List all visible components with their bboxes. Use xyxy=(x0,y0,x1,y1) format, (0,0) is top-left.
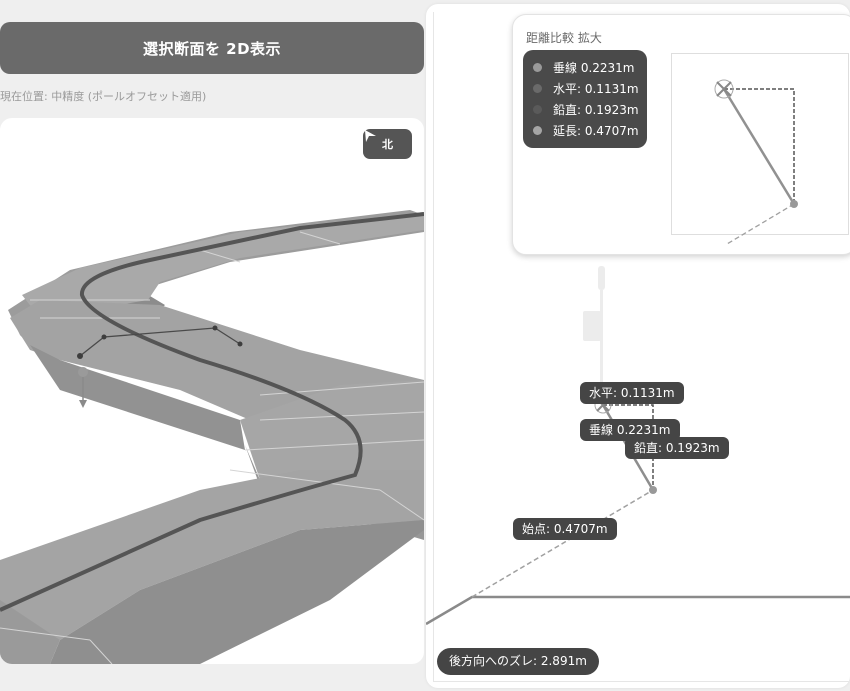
legend-item-extension: 延長: 0.4707m xyxy=(533,120,647,141)
vertical-distance-tag: 鉛直: 0.1923m xyxy=(625,437,729,459)
backward-offset-badge: 後方向へのズレ: 2.891m xyxy=(437,648,599,675)
legend-label: 延長: 0.4707m xyxy=(553,124,639,138)
legend-dot-icon xyxy=(533,84,542,93)
legend-item-vertical: 鉛直: 0.1923m xyxy=(533,99,647,120)
north-arrow-icon xyxy=(365,130,376,142)
legend-label: 垂線 0.2231m xyxy=(553,61,635,75)
start-distance-tag: 始点: 0.4707m xyxy=(513,518,617,540)
2d-section-drawing xyxy=(426,266,850,626)
position-status-text: 現在位置: 中精度 (ポールオフセット適用) xyxy=(0,90,207,103)
3d-viewport[interactable]: 北 xyxy=(0,118,424,664)
zoom-card-title: 距離比較 拡大 xyxy=(526,31,602,45)
distance-legend: 垂線 0.2231m 水平: 0.1131m 鉛直: 0.1923m 延長: 0… xyxy=(523,50,647,148)
show-2d-section-label: 選択断面を 2D表示 xyxy=(142,39,282,58)
show-2d-section-button[interactable]: 選択断面を 2D表示 xyxy=(0,22,424,74)
distance-compare-zoom-card: 距離比較 拡大 垂線 0.2231m 水平: 0.1131m 鉛直: 0.192… xyxy=(512,14,850,255)
north-label: 北 xyxy=(382,138,393,151)
legend-label: 鉛直: 0.1923m xyxy=(553,103,639,117)
horizontal-distance-tag: 水平: 0.1131m xyxy=(580,382,684,404)
legend-item-horizontal: 水平: 0.1131m xyxy=(533,78,647,99)
legend-dot-icon xyxy=(533,126,542,135)
legend-dot-icon xyxy=(533,63,542,72)
zoom-plot-drawing xyxy=(714,79,798,245)
north-compass-button[interactable]: 北 xyxy=(363,129,412,159)
road-3d-model xyxy=(0,210,424,664)
legend-dot-icon xyxy=(533,105,542,114)
legend-item-perpendicular: 垂線 0.2231m xyxy=(533,57,647,78)
zoom-plot xyxy=(671,53,849,245)
legend-label: 水平: 0.1131m xyxy=(553,82,639,96)
2d-section-view[interactable]: 距離比較 拡大 垂線 0.2231m 水平: 0.1131m 鉛直: 0.192… xyxy=(426,4,850,688)
2d-plot-area xyxy=(433,12,850,682)
perpendicular-distance-tag: 垂線 0.2231m xyxy=(580,419,680,441)
